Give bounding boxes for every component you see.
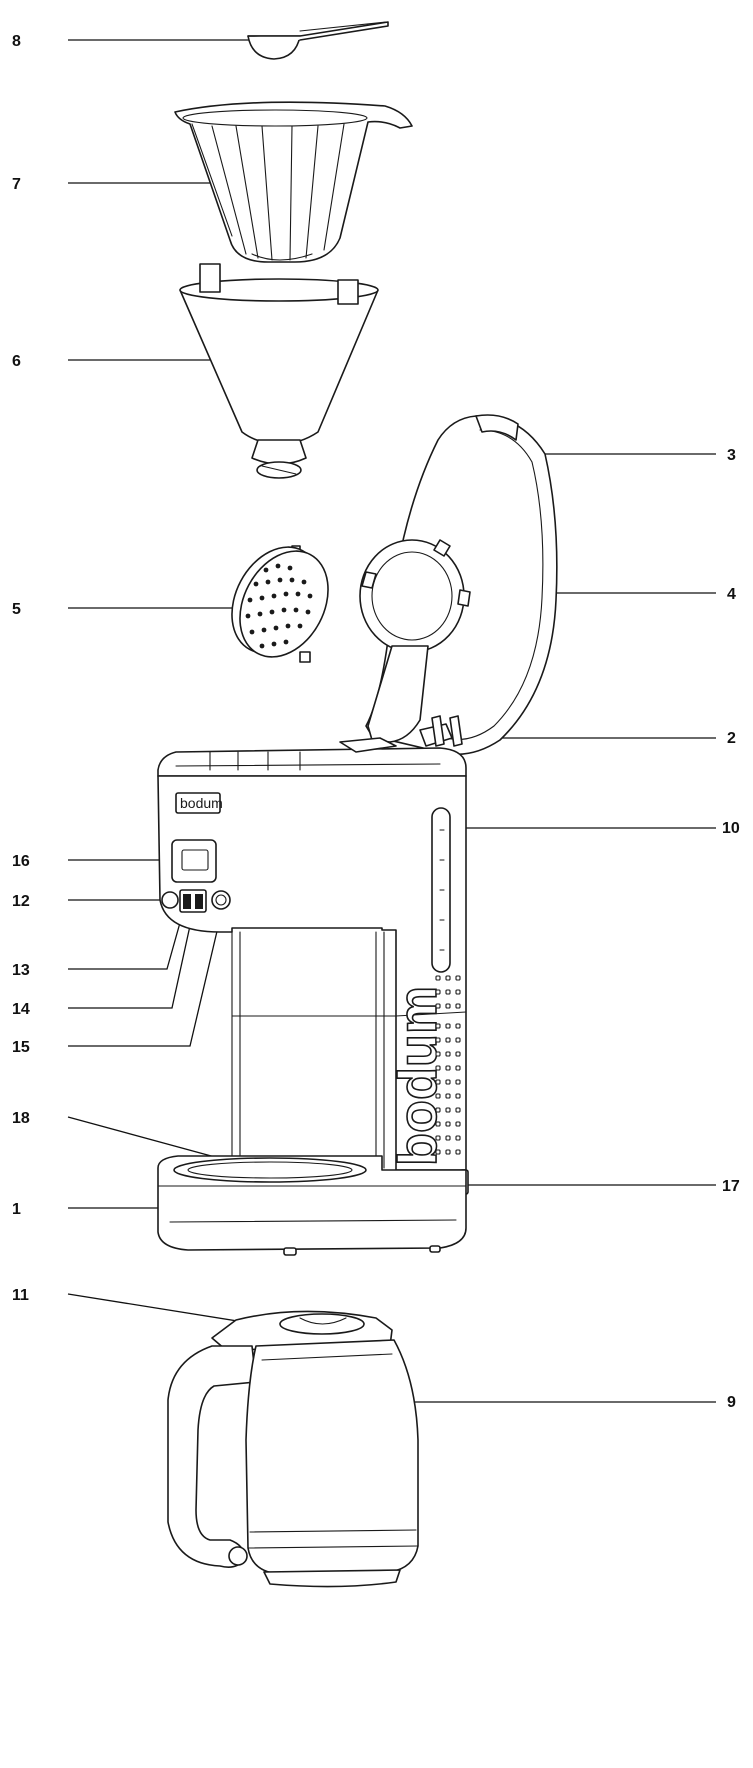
power-button [211,890,231,910]
base [157,1155,467,1256]
permanent-filter [174,101,413,263]
vent-holes [435,975,461,1155]
shower-head [231,545,329,663]
callout-number-15: 15 [12,1039,30,1056]
water-tank-rim [157,747,467,777]
callout-number-3: 3 [727,447,736,464]
callout-number-2: 2 [727,730,736,747]
leader-line-13 [68,911,184,970]
shower-head-holes [245,563,313,649]
callout-number-4: 4 [727,586,736,603]
lid-hinge [359,539,471,747]
callout-number-17: 17 [722,1178,740,1195]
carafe [167,1310,419,1588]
carafe-handle [167,1345,257,1568]
callout-number-11: 11 [12,1287,29,1304]
callout-number-16: 16 [12,853,30,870]
panel-logo-box [175,792,221,814]
spoon-handle [247,21,389,41]
callout-number-7: 7 [12,176,21,193]
panel-logo: bodum [180,795,223,811]
callout-number-6: 6 [12,353,21,370]
leader-line-14 [68,911,194,1009]
callout-number-18: 18 [12,1110,30,1127]
spoon-bowl [247,35,301,60]
callout-number-9: 9 [727,1394,736,1411]
program-button [161,891,179,909]
callout-number-8: 8 [12,33,21,50]
filter-holder [179,263,379,479]
callout-number-13: 13 [12,962,30,979]
callout-number-1: 1 [12,1201,21,1218]
leader-line-15 [68,909,223,1047]
measuring-spoon [247,21,389,60]
leader-lines [67,39,716,1403]
callout-number-12: 12 [12,893,30,910]
callout-number-5: 5 [12,601,21,618]
carafe-body [245,1339,419,1575]
upper-housing [157,775,467,1171]
display [171,839,217,883]
coffee-machine-body: bodum bodum [157,737,469,1195]
callout-number-14: 14 [12,1001,30,1018]
callout-number-10: 10 [722,820,740,837]
